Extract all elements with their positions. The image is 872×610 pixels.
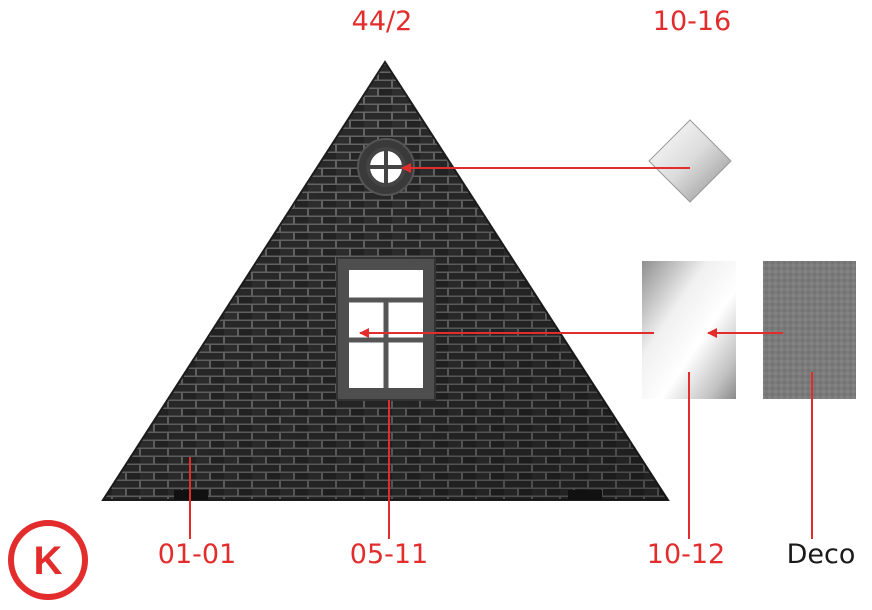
label-diamond-part: 10-16 bbox=[653, 6, 731, 38]
label-deco-part: Deco bbox=[787, 539, 856, 571]
brand-logo-icon: K bbox=[7, 519, 89, 601]
label-window-part: 05-11 bbox=[350, 539, 428, 571]
label-oculus-part: 44/2 bbox=[352, 6, 413, 38]
logo-letter: K bbox=[34, 539, 63, 583]
deco-panel bbox=[763, 261, 856, 399]
diamond-part bbox=[649, 120, 731, 202]
label-glazing-part: 10-12 bbox=[647, 539, 725, 571]
label-wall-part: 01-01 bbox=[158, 539, 236, 571]
wall-notch-right bbox=[568, 490, 602, 500]
main-window bbox=[337, 258, 435, 400]
